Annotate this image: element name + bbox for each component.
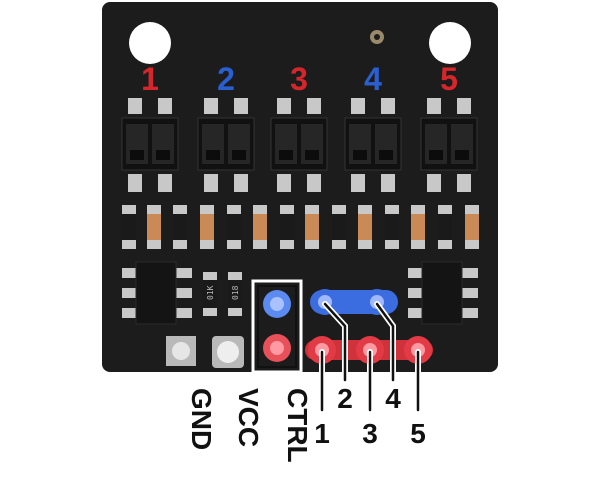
- resistor: [200, 205, 214, 249]
- channel-label-4: 4: [364, 61, 382, 97]
- channel-label-1: 1: [141, 61, 159, 97]
- resistor: [411, 205, 425, 249]
- ctrl-highlight-box: [251, 279, 303, 374]
- resistor: [332, 205, 346, 249]
- ir-sensor-3: [270, 98, 328, 192]
- ctrl-label: CTRL: [282, 388, 313, 463]
- ir-sensor-5: [420, 98, 478, 192]
- ic-left: [122, 261, 192, 325]
- gnd-label: GND: [186, 388, 217, 450]
- resistor: [147, 205, 161, 249]
- pin-number-1: 1: [314, 418, 330, 449]
- pin-number-4: 4: [385, 383, 401, 414]
- channel-label-3: 3: [290, 61, 308, 97]
- ir-sensor-1: [121, 98, 179, 192]
- resistor: [358, 205, 372, 249]
- svg-text:01K: 01K: [206, 285, 215, 300]
- pin-number-5: 5: [410, 418, 426, 449]
- sensor-array: [121, 98, 478, 192]
- ir-sensor-2: [197, 98, 255, 192]
- svg-text:018: 018: [231, 285, 240, 300]
- resistor: [465, 205, 479, 249]
- resistor: [280, 205, 294, 249]
- pcb-board: [102, 2, 498, 372]
- resistor-row: [122, 205, 479, 249]
- resistor: [385, 205, 399, 249]
- small-resistor-right: 018: [228, 272, 242, 316]
- pin-number-3: 3: [362, 418, 378, 449]
- ir-sensor-4: [344, 98, 402, 192]
- resistor: [227, 205, 241, 249]
- resistor: [173, 205, 187, 249]
- leader-lines: [319, 301, 421, 413]
- mounting-hole-left: [129, 22, 171, 64]
- channel-label-5: 5: [440, 61, 458, 97]
- mounting-hole-right: [429, 22, 471, 64]
- vcc-label: VCC: [233, 388, 264, 447]
- resistor: [305, 205, 319, 249]
- ic-right: [408, 261, 478, 325]
- pin-number-2: 2: [337, 383, 353, 414]
- resistor: [438, 205, 452, 249]
- channel-label-2: 2: [217, 61, 235, 97]
- resistor: [122, 205, 136, 249]
- small-resistor-left: 01K: [203, 272, 217, 316]
- resistor: [253, 205, 267, 249]
